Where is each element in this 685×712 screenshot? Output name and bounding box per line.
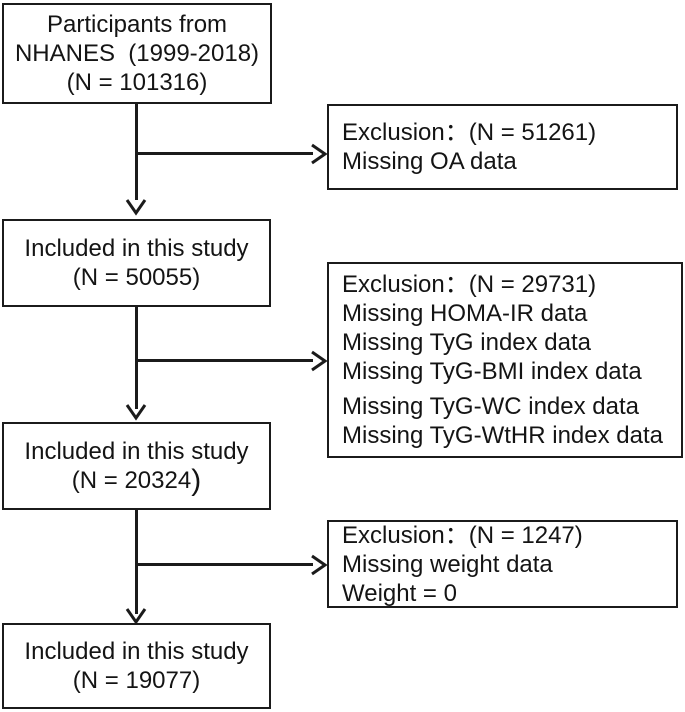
arrowhead-down-2 (125, 403, 147, 421)
connector-branch-1 (135, 152, 313, 155)
connector-trunk-3 (135, 510, 138, 614)
arrowhead-right-1 (310, 143, 328, 165)
exclusion-1-reason-1: Missing OA data (342, 148, 517, 175)
node-source-line3: (N = 101316) (66, 69, 208, 96)
exclusion-2-reason-3: Missing TyG-BMI index data (342, 358, 642, 385)
arrowhead-down-1 (125, 198, 147, 216)
connector-branch-2 (135, 359, 313, 362)
node-exclusion-2: Exclusion：(N = 29731) Missing HOMA-IR da… (327, 262, 683, 458)
node-included-3: Included in this study (N = 19077) (2, 623, 271, 709)
arrowhead-right-2 (310, 350, 328, 372)
exclusion-3-header: Exclusion：(N = 1247) (342, 521, 583, 549)
exclusion-2-reason-5: Missing TyG-WtHR index data (342, 422, 663, 449)
node-exclusion-1: Exclusion：(N = 51261) Missing OA data (327, 104, 678, 190)
exclusion-2-reason-2: Missing TyG index data (342, 329, 592, 356)
node-source-line2: NHANES (1999-2018) (14, 40, 260, 67)
node-source-line1: Participants from (46, 11, 228, 38)
node-included-2-paren: ) (191, 464, 202, 497)
node-included-2-line2: (N = 20324) (71, 464, 202, 497)
exclusion-1-header: Exclusion：(N = 51261) (342, 119, 597, 146)
node-included-1-line2: (N = 50055) (72, 264, 201, 291)
node-source-population: Participants from NHANES (1999-2018) (N … (2, 3, 272, 104)
exclusion-2-header: Exclusion：(N = 29731) (342, 271, 597, 298)
exclusion-3-reason-1: Missing weight data (342, 550, 553, 578)
arrowhead-right-3 (310, 554, 328, 576)
connector-branch-3 (135, 563, 313, 566)
node-included-1: Included in this study (N = 50055) (2, 219, 271, 307)
node-included-2: Included in this study (N = 20324) (2, 422, 271, 510)
node-included-2-line1: Included in this study (24, 438, 249, 465)
node-included-2-count: (N = 20324 (71, 467, 192, 494)
node-included-3-line2: (N = 19077) (72, 667, 201, 694)
connector-trunk-2 (135, 307, 138, 409)
exclusion-3-reason-2: Weight = 0 (342, 579, 457, 607)
exclusion-2-reason-4: Missing TyG-WC index data (342, 393, 639, 420)
node-included-3-line1: Included in this study (24, 638, 249, 665)
node-included-1-line1: Included in this study (24, 235, 249, 262)
node-exclusion-3: Exclusion：(N = 1247) Missing weight data… (327, 520, 678, 608)
arrowhead-down-3 (125, 607, 147, 625)
exclusion-2-reason-1: Missing HOMA-IR data (342, 300, 588, 327)
